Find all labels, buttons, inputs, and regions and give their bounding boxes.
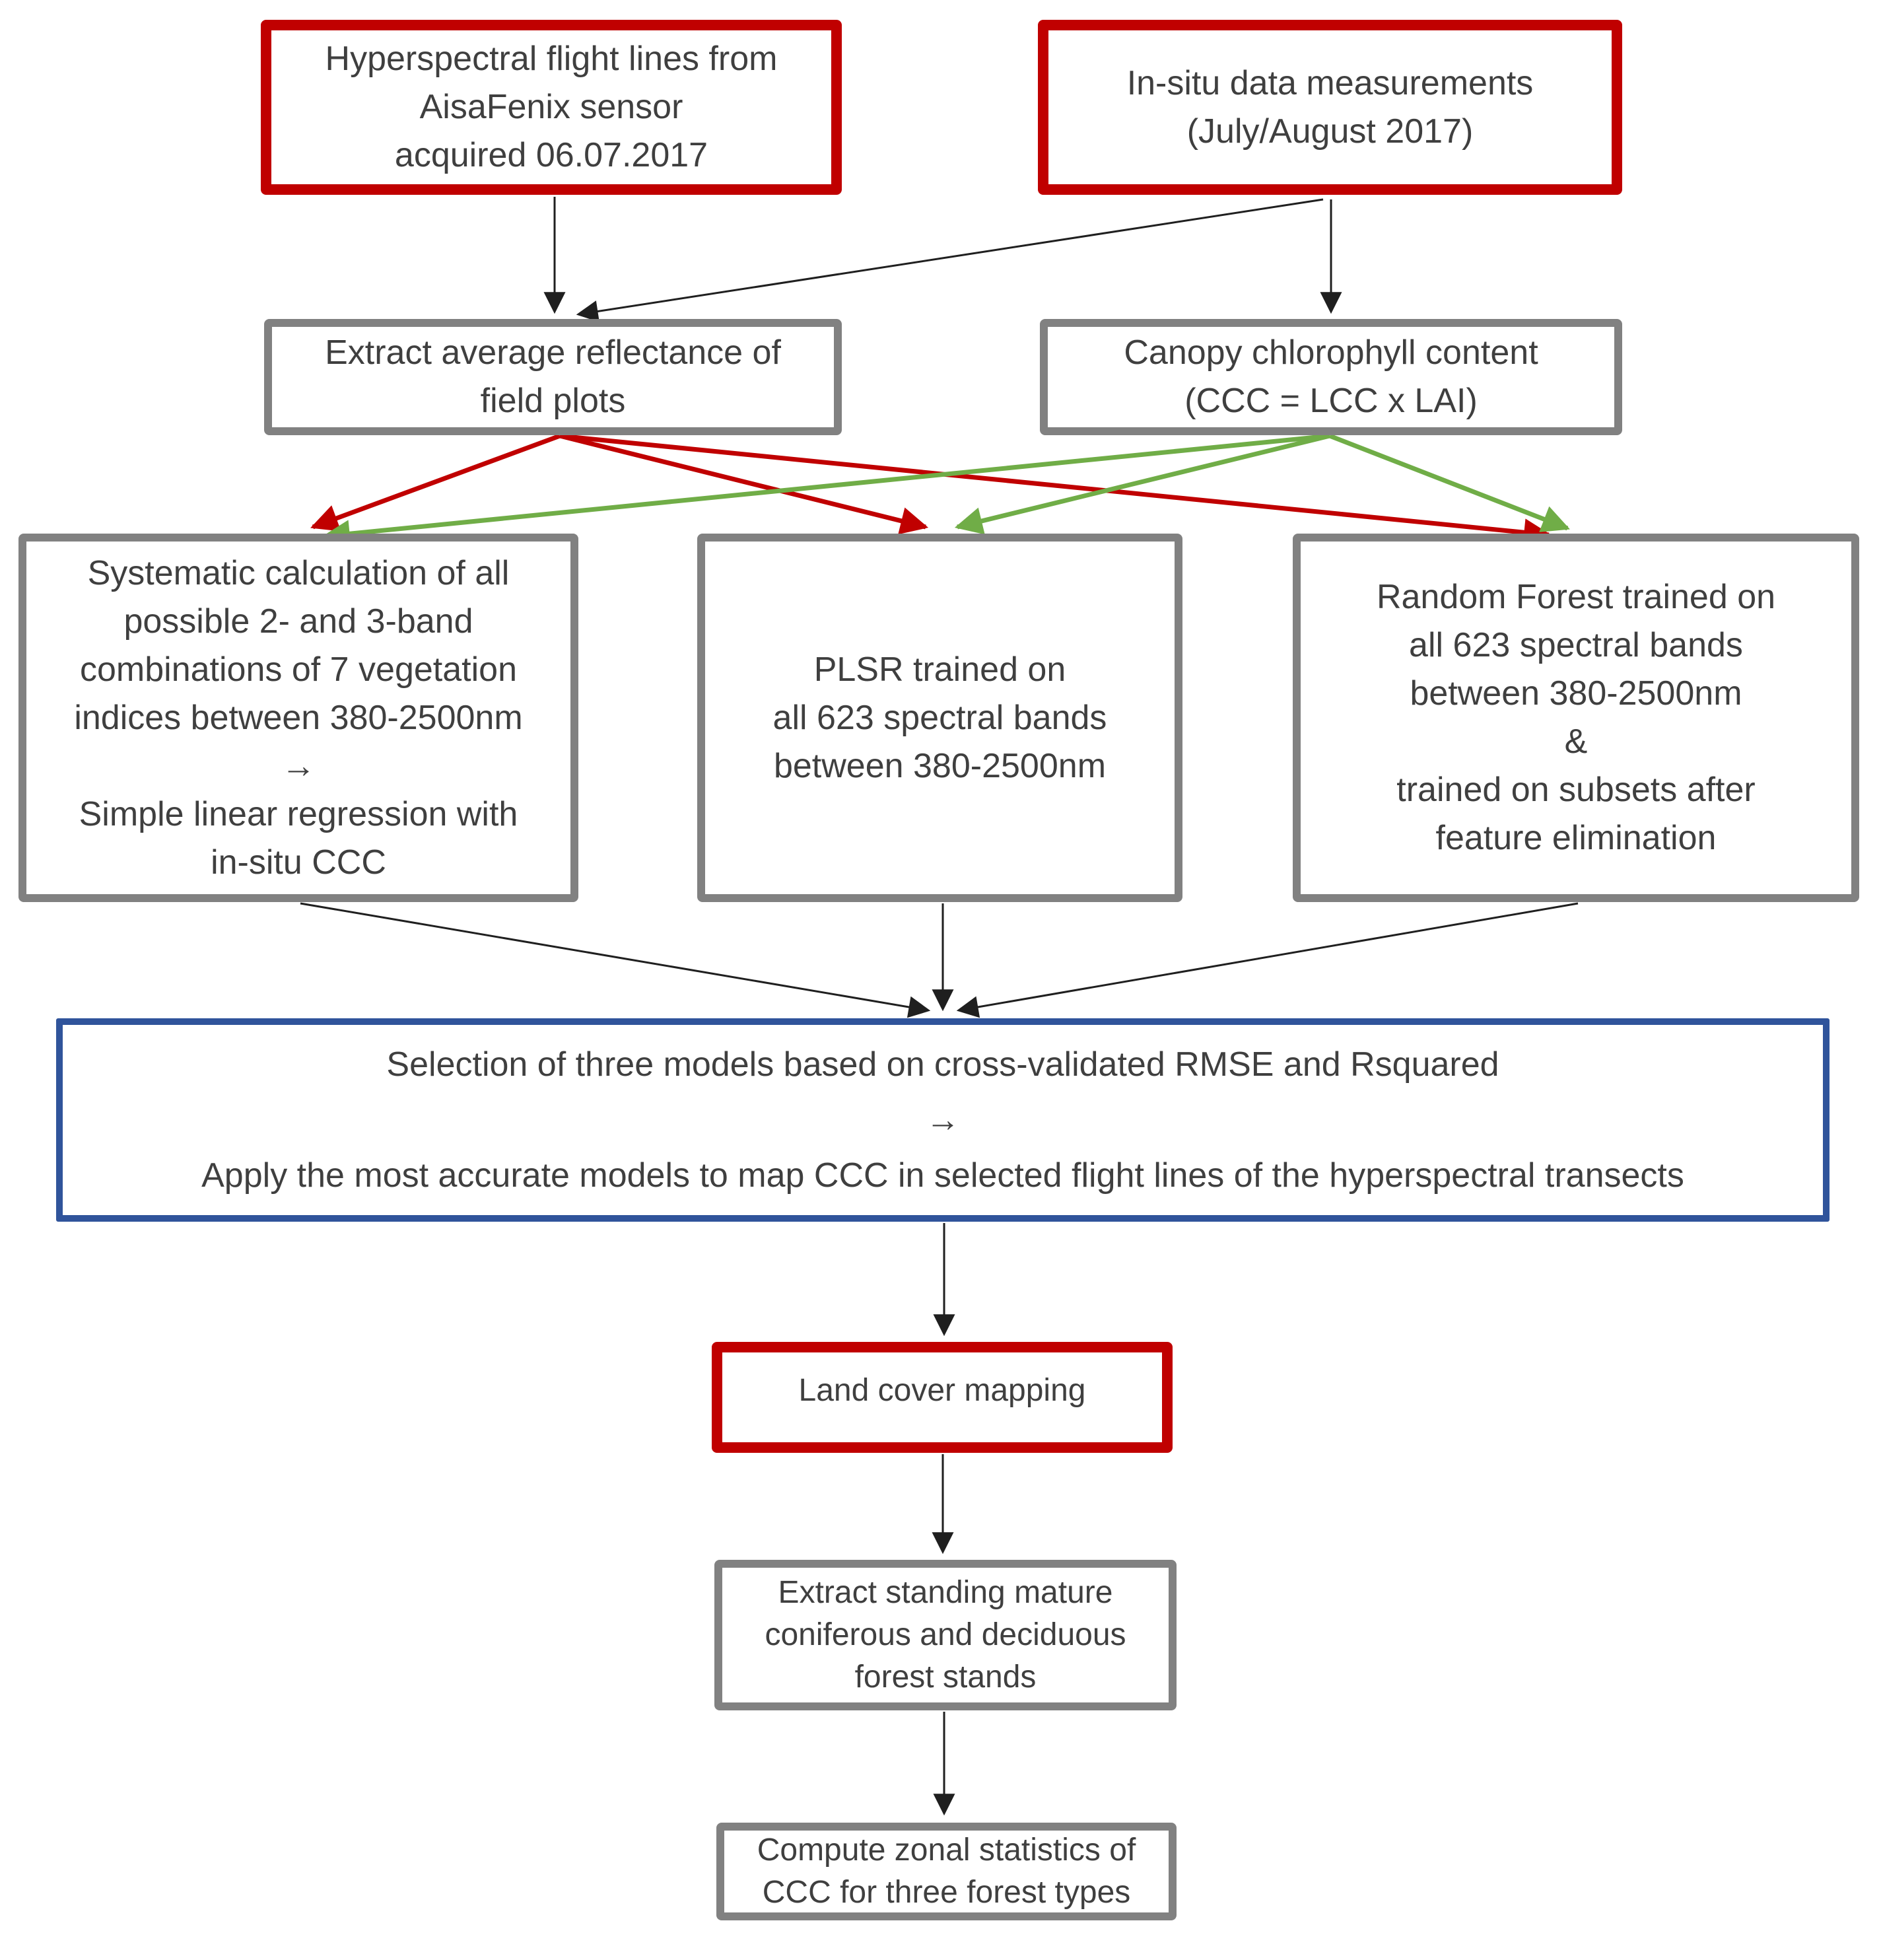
text-line: between 380-2500nm: [773, 746, 1107, 785]
text-line: all 623 spectral bands: [772, 698, 1107, 737]
text-line: forest stands: [854, 1660, 1037, 1695]
arrow-rf-to-selection: [956, 902, 1579, 1018]
text-line: (CCC = LCC x LAI): [1184, 382, 1478, 420]
text-line: all 623 spectral bands: [1409, 626, 1743, 664]
box-model-selection-apply: Selection of three models based on cross…: [56, 1018, 1830, 1222]
text-line: in-situ CCC: [211, 843, 386, 882]
text-line: field plots: [480, 382, 626, 420]
arrow-ccc-to-rf: [1328, 433, 1570, 532]
text-line: Compute zonal statistics of: [757, 1833, 1136, 1868]
box-hyperspectral-flight-lines: Hyperspectral flight lines from AisaFeni…: [261, 20, 842, 195]
text-line: Canopy chlorophyll content: [1124, 333, 1538, 372]
text-line: In-situ data measurements: [1126, 63, 1534, 102]
text-line: Extract average reflectance of: [325, 333, 781, 372]
text-line: acquired 06.07.2017: [394, 136, 708, 174]
text-line: Extract standing mature: [778, 1575, 1113, 1610]
box-canopy-chlorophyll-content: Canopy chlorophyll content (CCC = LCC x …: [1040, 319, 1622, 435]
text-line: Selection of three models based on cross…: [386, 1045, 1499, 1084]
box-vegetation-indices-regression: Systematic calculation of all possible 2…: [18, 534, 578, 902]
text-line: (July/August 2017): [1186, 112, 1474, 151]
box-extract-average-reflectance: Extract average reflectance of field plo…: [264, 319, 842, 435]
arrow-vi-to-selection: [300, 902, 931, 1018]
text-line: between 380-2500nm: [1410, 674, 1742, 713]
text-line: Random Forest trained on: [1376, 578, 1776, 616]
box-random-forest-model: Random Forest trained on all 623 spectra…: [1293, 534, 1859, 902]
text-line: coniferous and deciduous: [765, 1617, 1126, 1652]
right-arrow-glyph: →: [281, 746, 316, 785]
text-line: indices between 380-2500nm: [74, 698, 523, 737]
arrow-reflectance-to-plsr: [559, 433, 929, 535]
text-line: Apply the most accurate models to map CC…: [201, 1156, 1684, 1195]
box-land-cover-mapping: Land cover mapping: [712, 1342, 1173, 1453]
arrow-ccc-to-plsr: [954, 433, 1330, 535]
text-line: Land cover mapping: [798, 1373, 1086, 1408]
text-line: Hyperspectral flight lines from: [325, 40, 778, 78]
text-line: feature elimination: [1435, 819, 1717, 857]
text-line: PLSR trained on: [813, 650, 1066, 689]
arrow-insitu-to-extract: [576, 198, 1324, 322]
box-plsr-model: PLSR trained on all 623 spectral bands b…: [697, 534, 1182, 902]
text-line: trained on subsets after: [1396, 771, 1756, 809]
arrow-reflectance-to-rf: [559, 433, 1552, 547]
text-line: AisaFenix sensor: [419, 88, 683, 126]
arrow-ccc-to-vi: [322, 433, 1330, 548]
text-line: &: [1564, 722, 1588, 761]
box-zonal-statistics: Compute zonal statistics of CCC for thre…: [716, 1823, 1177, 1920]
box-insitu-measurements: In-situ data measurements (July/August 2…: [1038, 20, 1622, 195]
arrow-reflectance-to-vi: [310, 433, 561, 532]
text-line: Systematic calculation of all: [87, 553, 510, 592]
text-line: Simple linear regression with: [79, 794, 518, 833]
text-line: CCC for three forest types: [762, 1875, 1131, 1910]
right-arrow-glyph: →: [926, 1101, 960, 1139]
text-line: possible 2- and 3-band: [123, 602, 473, 641]
text-line: combinations of 7 vegetation: [80, 650, 517, 689]
box-extract-forest-stands: Extract standing mature coniferous and d…: [714, 1560, 1177, 1710]
